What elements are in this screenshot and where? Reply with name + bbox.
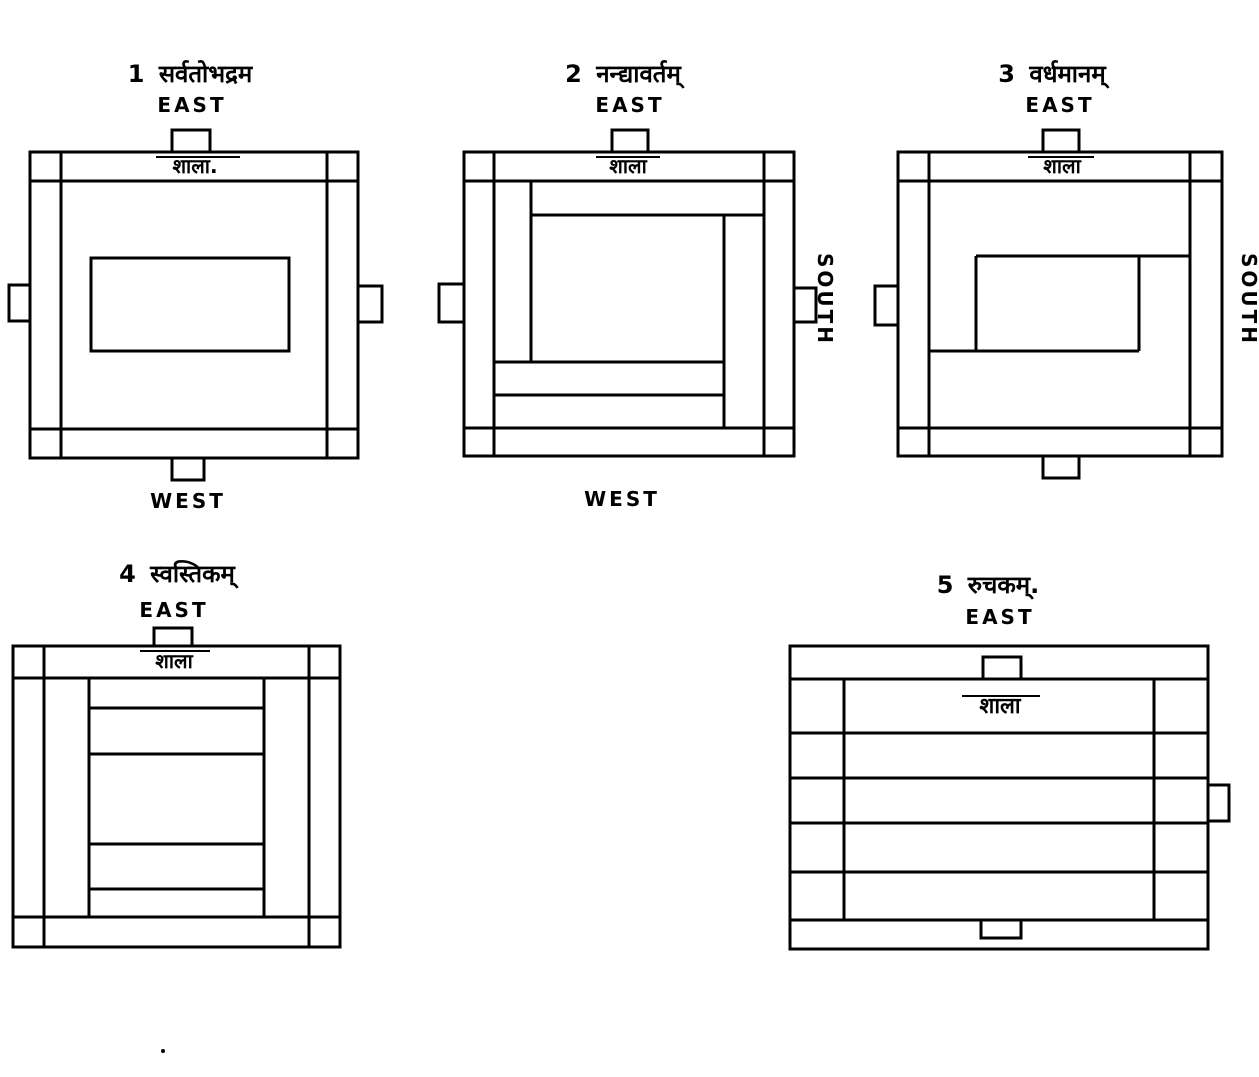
plan-1-number: 1 — [128, 60, 145, 88]
plan-4-outline — [11, 644, 342, 949]
plan-5-east-label: EAST — [965, 605, 1034, 629]
plan-3-north-door — [873, 284, 900, 327]
plan-4-title: 4 स्वस्तिकम् — [119, 560, 239, 589]
plan-5-east-door — [981, 655, 1023, 681]
plan-3-title: 3 वर्धमानम् — [998, 60, 1109, 89]
plan-1-north-door — [7, 283, 32, 323]
plan-5-title: 5 रुचकम्. — [937, 571, 1040, 600]
plan-1-west-door — [170, 456, 206, 482]
plan-3-name: वर्धमानम् — [1028, 60, 1109, 89]
plan-2-east-label: EAST — [595, 93, 664, 117]
plan-5-west-door — [979, 918, 1023, 940]
plan-5-outline — [788, 644, 1210, 951]
plan-1-name: सर्वतोभद्रम — [158, 60, 254, 88]
plan-3-number: 3 — [998, 60, 1015, 88]
plan-2: 2 नन्द्यावर्तम् EAST WEST SOUTH शाला — [437, 60, 837, 511]
plan-1-west-label: WEST — [150, 489, 226, 513]
plan-4-east-door — [152, 626, 194, 648]
plan-4-shala-label: शाला — [155, 649, 193, 673]
plan-4-east-label: EAST — [139, 598, 208, 622]
plan-3: 3 वर्धमानम् EAST SOUTH शाला — [873, 60, 1259, 480]
plan-4-number: 4 — [119, 560, 136, 588]
plan-2-title: 2 नन्द्यावर्तम् — [565, 60, 685, 89]
plan-2-name: नन्द्यावर्तम् — [595, 60, 685, 89]
plan-1: 1 सर्वतोभद्रम EAST WEST शाला. — [7, 60, 384, 513]
plan-3-east-label: EAST — [1025, 93, 1094, 117]
plan-1-east-label: EAST — [157, 93, 226, 117]
plan-1-title: 1 सर्वतोभद्रम — [128, 60, 254, 88]
plan-5: 5 रुचकम्. EAST शाला — [788, 571, 1231, 951]
plan-5-number: 5 — [937, 571, 954, 599]
plan-5-shala-label: शाला — [979, 694, 1022, 719]
plan-2-east-door — [610, 128, 650, 154]
plan-2-outline — [462, 150, 796, 458]
plan-1-outline — [28, 150, 360, 460]
plan-3-west-door — [1041, 454, 1081, 480]
plan-2-north-door — [437, 282, 466, 324]
plan-3-outline — [896, 150, 1224, 458]
plan-4-name: स्वस्तिकम् — [149, 560, 239, 589]
plan-3-south-label: SOUTH — [1237, 253, 1259, 346]
plan-1-east-door — [170, 128, 212, 154]
plan-1-south-door — [356, 284, 384, 324]
plan-2-west-label: WEST — [584, 487, 660, 511]
plan-2-south-door — [792, 286, 818, 324]
plan-5-south-door — [1206, 783, 1231, 823]
plan-5-name: रुचकम्. — [967, 571, 1040, 600]
stray-mark — [161, 1049, 165, 1053]
plan-3-east-door — [1041, 128, 1081, 154]
plan-4: 4 स्वस्तिकम् EAST शाला — [11, 560, 342, 949]
plan-2-number: 2 — [565, 60, 582, 88]
plan-1-courtyard — [89, 256, 291, 353]
